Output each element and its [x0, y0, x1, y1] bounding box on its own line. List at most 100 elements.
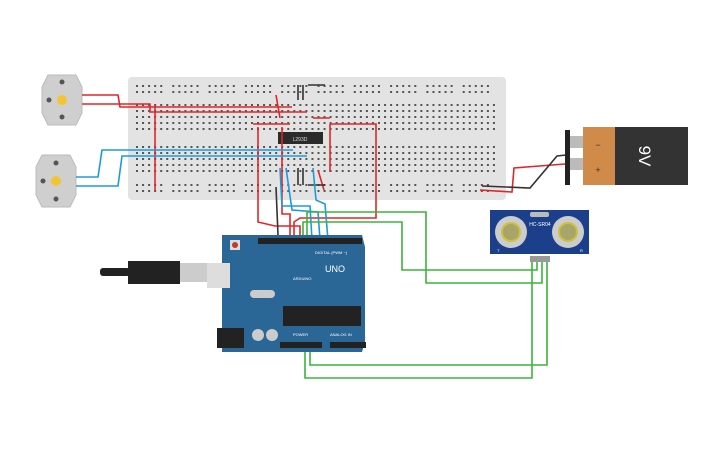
breadboard-hole[interactable]: [402, 190, 405, 192]
breadboard-hole[interactable]: [172, 190, 175, 192]
breadboard-hole[interactable]: [468, 170, 471, 172]
breadboard-hole[interactable]: [462, 85, 465, 87]
breadboard-hole[interactable]: [353, 85, 356, 87]
breadboard-hole[interactable]: [184, 146, 187, 148]
breadboard-hole[interactable]: [450, 146, 453, 148]
breadboard-hole[interactable]: [335, 110, 338, 112]
breadboard-hole[interactable]: [359, 190, 362, 192]
breadboard-hole[interactable]: [160, 110, 163, 112]
breadboard-hole[interactable]: [220, 128, 223, 130]
breadboard-hole[interactable]: [408, 170, 411, 172]
breadboard-hole[interactable]: [136, 146, 138, 148]
breadboard-hole[interactable]: [269, 146, 272, 148]
breadboard-hole[interactable]: [232, 128, 235, 130]
breadboard-hole[interactable]: [136, 164, 138, 166]
breadboard-hole[interactable]: [269, 184, 272, 186]
breadboard-hole[interactable]: [444, 170, 447, 172]
breadboard-hole[interactable]: [269, 190, 272, 192]
breadboard-hole[interactable]: [462, 104, 465, 106]
breadboard-hole[interactable]: [184, 104, 187, 106]
breadboard-hole[interactable]: [250, 122, 253, 124]
breadboard-hole[interactable]: [250, 146, 253, 148]
breadboard-hole[interactable]: [263, 164, 266, 166]
breadboard-hole[interactable]: [384, 158, 387, 160]
breadboard-hole[interactable]: [402, 85, 405, 87]
breadboard-hole[interactable]: [172, 152, 175, 154]
breadboard-hole[interactable]: [486, 104, 489, 106]
breadboard-hole[interactable]: [492, 164, 495, 166]
breadboard-hole[interactable]: [226, 170, 229, 172]
breadboard-hole[interactable]: [232, 158, 235, 160]
breadboard-hole[interactable]: [329, 116, 332, 118]
breadboard-hole[interactable]: [462, 122, 465, 124]
breadboard-hole[interactable]: [378, 164, 380, 166]
breadboard-hole[interactable]: [250, 164, 253, 166]
breadboard-hole[interactable]: [371, 152, 374, 154]
breadboard-hole[interactable]: [492, 170, 495, 172]
breadboard-hole[interactable]: [480, 104, 483, 106]
breadboard-hole[interactable]: [390, 146, 393, 148]
breadboard-hole[interactable]: [456, 116, 459, 118]
breadboard-hole[interactable]: [390, 104, 393, 106]
breadboard-hole[interactable]: [359, 128, 362, 130]
breadboard-hole[interactable]: [474, 164, 477, 166]
breadboard-hole[interactable]: [305, 170, 308, 172]
breadboard-hole[interactable]: [396, 122, 399, 124]
breadboard-hole[interactable]: [263, 170, 266, 172]
breadboard-hole[interactable]: [208, 116, 211, 118]
breadboard-hole[interactable]: [432, 85, 435, 87]
breadboard-hole[interactable]: [160, 190, 163, 192]
breadboard-hole[interactable]: [432, 122, 435, 124]
breadboard-hole[interactable]: [408, 190, 411, 192]
breadboard-hole[interactable]: [172, 146, 175, 148]
breadboard-hole[interactable]: [293, 184, 296, 186]
breadboard-hole[interactable]: [293, 91, 296, 93]
breadboard-hole[interactable]: [335, 116, 338, 118]
breadboard-hole[interactable]: [311, 116, 314, 118]
breadboard-hole[interactable]: [305, 104, 308, 106]
breadboard-hole[interactable]: [456, 122, 459, 124]
breadboard-hole[interactable]: [244, 190, 247, 192]
breadboard-hole[interactable]: [196, 116, 199, 118]
breadboard-hole[interactable]: [335, 170, 338, 172]
breadboard-hole[interactable]: [432, 128, 435, 130]
breadboard-hole[interactable]: [323, 104, 326, 106]
breadboard-hole[interactable]: [244, 146, 247, 148]
breadboard-hole[interactable]: [396, 190, 399, 192]
breadboard-hole[interactable]: [287, 85, 290, 87]
breadboard-hole[interactable]: [142, 146, 145, 148]
breadboard-hole[interactable]: [450, 104, 453, 106]
breadboard-hole[interactable]: [402, 91, 405, 93]
breadboard-hole[interactable]: [408, 104, 411, 106]
breadboard-hole[interactable]: [208, 184, 211, 186]
breadboard-hole[interactable]: [257, 122, 259, 124]
breadboard-hole[interactable]: [293, 116, 296, 118]
breadboard-hole[interactable]: [390, 170, 393, 172]
breadboard-hole[interactable]: [438, 128, 441, 130]
breadboard-hole[interactable]: [492, 152, 495, 154]
breadboard-hole[interactable]: [480, 116, 483, 118]
dc-motor-1[interactable]: [41, 74, 83, 126]
breadboard-hole[interactable]: [444, 152, 447, 154]
breadboard-hole[interactable]: [402, 110, 405, 112]
breadboard-hole[interactable]: [160, 104, 163, 106]
breadboard-hole[interactable]: [178, 146, 181, 148]
breadboard-hole[interactable]: [226, 110, 229, 112]
breadboard-hole[interactable]: [365, 152, 368, 154]
breadboard-hole[interactable]: [226, 116, 229, 118]
breadboard-hole[interactable]: [250, 158, 253, 160]
breadboard-hole[interactable]: [341, 170, 344, 172]
breadboard-hole[interactable]: [468, 152, 471, 154]
breadboard-hole[interactable]: [305, 158, 308, 160]
breadboard-hole[interactable]: [305, 152, 308, 154]
breadboard-hole[interactable]: [299, 158, 302, 160]
breadboard-hole[interactable]: [226, 158, 229, 160]
breadboard-hole[interactable]: [462, 184, 465, 186]
breadboard-hole[interactable]: [142, 190, 145, 192]
breadboard-hole[interactable]: [244, 164, 247, 166]
breadboard-hole[interactable]: [408, 85, 411, 87]
breadboard-hole[interactable]: [305, 128, 308, 130]
breadboard-hole[interactable]: [287, 190, 290, 192]
breadboard-hole[interactable]: [250, 104, 253, 106]
breadboard-hole[interactable]: [263, 91, 266, 93]
